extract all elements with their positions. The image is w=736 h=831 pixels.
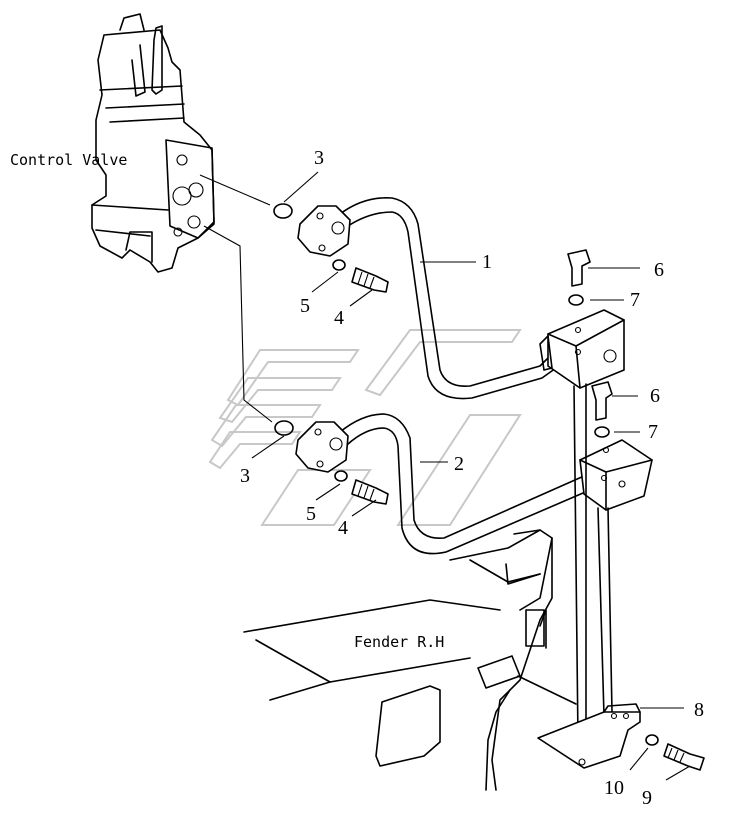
o-ring-lower xyxy=(274,420,294,436)
bracket-post xyxy=(573,383,613,741)
upper-block xyxy=(539,309,625,389)
callout-10: 10 xyxy=(604,777,624,799)
lower-block xyxy=(579,439,653,511)
callout-4-lower: 4 xyxy=(338,517,348,539)
control-valve xyxy=(91,13,215,273)
fender-label: Fender R.H xyxy=(354,633,444,651)
bolt-washer-lower xyxy=(591,381,613,438)
port-line-upper xyxy=(199,174,271,206)
hose-2 xyxy=(295,413,591,555)
callout-4-upper: 4 xyxy=(334,307,344,329)
leader-lines xyxy=(251,171,691,781)
callout-3-lower: 3 xyxy=(240,465,250,487)
control-valve-label: Control Valve xyxy=(10,151,127,169)
callout-3-upper: 3 xyxy=(314,147,324,169)
bolt-washer-bracket xyxy=(645,734,705,771)
washer-bolt-lower xyxy=(334,470,389,505)
callout-9: 9 xyxy=(642,787,652,809)
port-line-lower-a xyxy=(203,225,273,423)
callout-7-upper: 7 xyxy=(630,289,640,311)
callout-6-upper: 6 xyxy=(654,259,664,281)
washer-bolt-upper xyxy=(332,259,389,293)
callout-6-lower: 6 xyxy=(650,385,660,407)
bolt-washer-upper xyxy=(567,249,591,306)
callout-1: 1 xyxy=(482,251,492,273)
callout-5-upper: 5 xyxy=(300,295,310,317)
hose-1 xyxy=(297,197,557,400)
callout-8: 8 xyxy=(694,699,704,721)
o-ring-upper xyxy=(273,203,293,219)
callout-2: 2 xyxy=(454,453,464,475)
callout-7-lower: 7 xyxy=(648,421,658,443)
watermark-logo xyxy=(208,329,522,526)
fender xyxy=(243,529,577,791)
bottom-bracket xyxy=(537,703,641,769)
callout-5-lower: 5 xyxy=(306,503,316,525)
